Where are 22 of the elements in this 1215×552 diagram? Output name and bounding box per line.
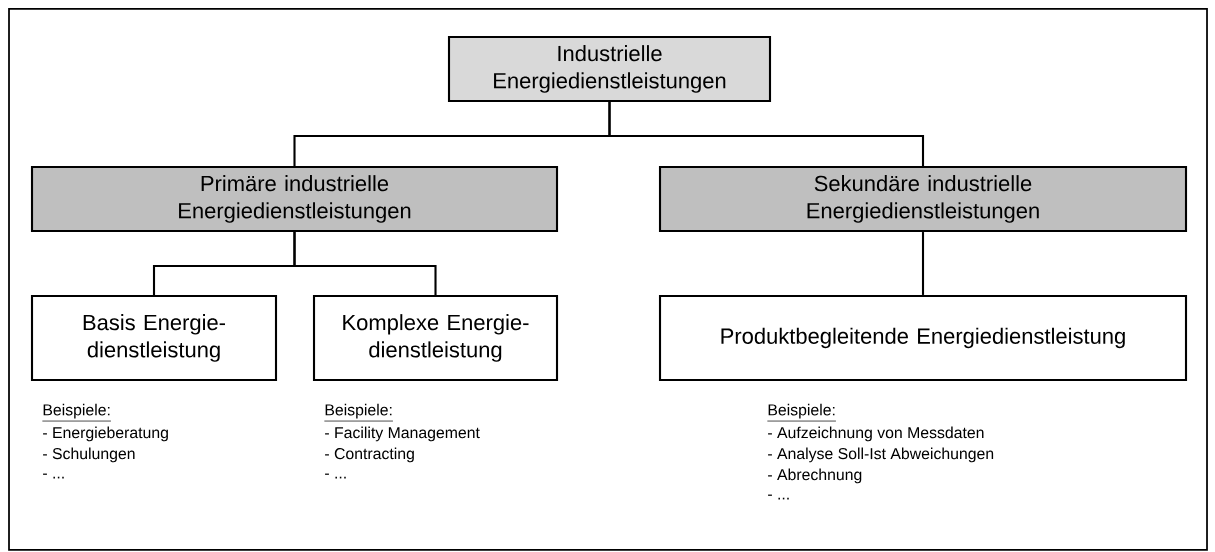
example-item: - Facility Management: [325, 426, 480, 442]
example-item: - Analyse Soll-Ist Abweichungen: [768, 447, 994, 463]
examples-heading: Beispiele:: [324, 403, 394, 422]
service-box: Komplexe Energie- dienstleistung: [312, 294, 559, 382]
example-item: - Schulungen: [43, 447, 135, 463]
connector-line: [608, 102, 925, 166]
examples-heading: Beispiele:: [42, 403, 112, 422]
example-item: - Abrechnung: [768, 468, 862, 484]
example-item: - ...: [768, 494, 789, 500]
root-box: Industrielle Energiedienstleistungen: [447, 35, 772, 103]
service-box: Produktbegleitende Energiedienstleistung: [658, 294, 1188, 382]
service-box: Basis Energie- dienstleistung: [30, 294, 278, 382]
category-box: Sekundäre industrielle Energiedienstleistungen: [658, 165, 1188, 233]
connector-line: [293, 232, 437, 295]
example-item: - Contracting: [325, 447, 414, 463]
examples-heading: Beispiele:: [767, 403, 837, 422]
example-item: - Aufzeichnung von Messdaten: [768, 426, 984, 442]
category-box: Primäre industrielle Energiedienstleistungen: [30, 165, 559, 233]
example-item: - Energieberatung: [43, 426, 168, 442]
example-item: - ...: [325, 473, 346, 479]
example-item: - ...: [43, 473, 64, 479]
connector-line: [921, 232, 925, 295]
